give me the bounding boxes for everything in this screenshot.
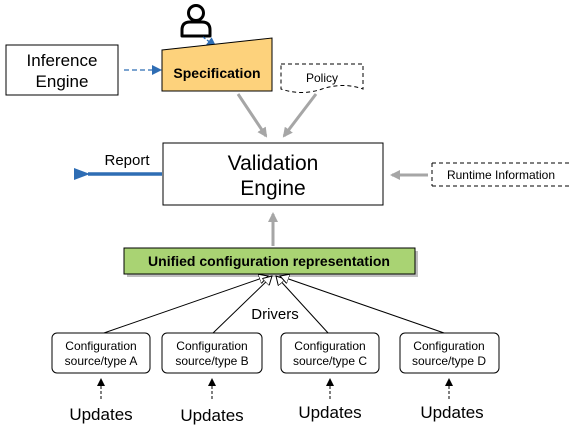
config-source-a-line1: Configuration [65, 339, 136, 353]
inference-engine-label-line1: Inference [27, 51, 98, 70]
updates-label-a: Updates [69, 405, 132, 424]
specification-label: Specification [173, 65, 260, 81]
config-source-c-line2: source/type C [293, 354, 367, 368]
report-label: Report [104, 152, 150, 169]
updates-label-b: Updates [180, 406, 243, 425]
updates-label-c: Updates [298, 403, 361, 422]
policy-to-validation-arrow [282, 93, 318, 138]
validation-engine-label-line2: Engine [240, 177, 305, 200]
specification-to-validation-arrow [236, 93, 268, 138]
inference-engine-node: Inference Engine [5, 44, 119, 96]
config-source-d: Configuration source/type D [399, 332, 500, 374]
driver-line-d [280, 276, 448, 335]
policy-label: Policy [306, 71, 338, 85]
config-source-a-line2: source/type A [65, 354, 138, 368]
runtime-information-node: Runtime Information [431, 162, 571, 187]
driver-line-b [211, 276, 272, 335]
driver-line-a [100, 276, 268, 335]
validation-engine-label-line1: Validation [228, 152, 319, 175]
drivers-label: Drivers [251, 306, 299, 323]
config-source-d-line1: Configuration [413, 339, 484, 353]
specification-node: Specification [161, 37, 273, 92]
config-source-c: Configuration source/type C [280, 332, 380, 374]
unified-representation-node: Unified configuration representation [123, 247, 418, 277]
policy-node: Policy [280, 63, 364, 93]
config-source-c-line1: Configuration [294, 339, 365, 353]
unified-representation-label: Unified configuration representation [148, 253, 390, 269]
person-icon [180, 4, 212, 38]
driver-line-c [276, 276, 330, 335]
driver-lines [100, 276, 448, 335]
config-source-b: Configuration source/type B [161, 332, 263, 374]
inference-engine-label-line2: Engine [36, 72, 89, 91]
config-source-a: Configuration source/type A [51, 332, 151, 374]
config-source-b-line1: Configuration [176, 339, 247, 353]
config-source-d-line2: source/type D [412, 354, 486, 368]
updates-label-d: Updates [420, 403, 483, 422]
validation-engine-node: Validation Engine [162, 142, 384, 206]
config-source-b-line2: source/type B [175, 354, 248, 368]
runtime-information-label: Runtime Information [447, 168, 555, 182]
